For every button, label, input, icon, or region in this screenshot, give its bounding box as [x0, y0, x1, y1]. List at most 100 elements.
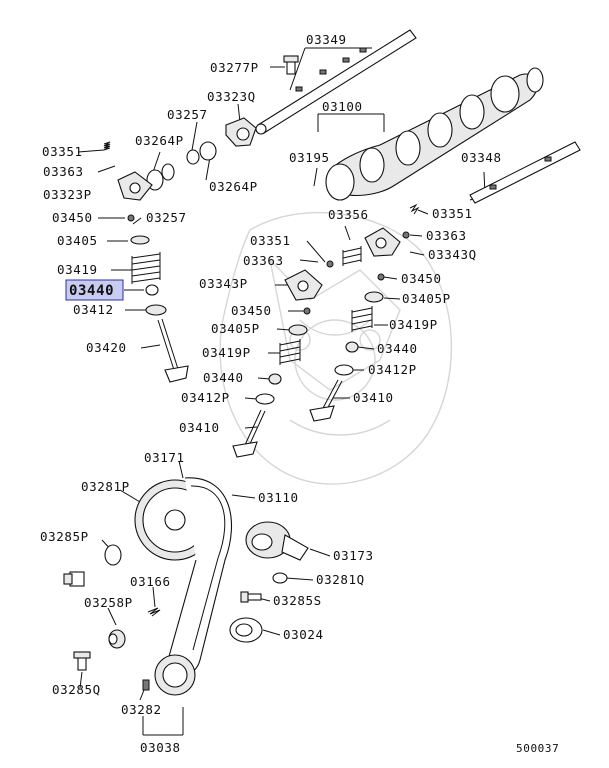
valve-seal-03440-left — [145, 284, 159, 296]
rocker-arm-right — [364, 227, 401, 257]
highlight-03440 — [65, 279, 124, 301]
nut-03450-right — [377, 273, 385, 281]
label-03258p: 03258P — [84, 595, 133, 610]
part-labels: 03349 03277P 03323Q 03257 03100 03351 03… — [40, 32, 559, 755]
label-03351-center: 03351 — [250, 233, 291, 248]
label-03349: 03349 — [306, 32, 347, 47]
bolt-03277p — [283, 55, 299, 75]
label-03363-right: 03363 — [426, 228, 467, 243]
label-03440-highlighted: 03440 — [69, 283, 114, 299]
label-03405p-center: 03405P — [211, 321, 260, 336]
rocker-arm-center — [284, 269, 323, 301]
label-03419p-center: 03419P — [202, 345, 251, 360]
plate-03024 — [229, 617, 263, 643]
label-03257-lower: 03257 — [146, 210, 187, 225]
watermark-logo — [219, 211, 453, 485]
label-03277p: 03277P — [210, 60, 259, 75]
label-03419p-right: 03419P — [389, 317, 438, 332]
seal-rings — [146, 141, 217, 191]
label-03348: 03348 — [461, 150, 502, 165]
key-03282 — [142, 679, 150, 691]
bolt-03285p — [63, 571, 85, 587]
bolt-03285q — [73, 651, 91, 671]
label-03343p: 03343P — [199, 276, 248, 291]
label-03420: 03420 — [86, 340, 127, 355]
label-03171: 03171 — [144, 450, 185, 465]
nut-03450-center — [303, 307, 311, 315]
valve-spring-center — [279, 339, 301, 365]
valve-03410-center — [232, 409, 266, 458]
label-03264p-lower: 03264P — [209, 179, 258, 194]
label-03419: 03419 — [57, 262, 98, 277]
retainer-03405p-right — [364, 291, 384, 303]
label-03281q: 03281Q — [316, 572, 365, 587]
valve-seal-03440-right — [345, 341, 359, 353]
valve-spring-left — [131, 252, 161, 284]
label-03440-right: 03440 — [377, 341, 418, 356]
label-03405: 03405 — [57, 233, 98, 248]
label-03363-center: 03363 — [243, 253, 284, 268]
valve-03410-right — [309, 379, 343, 422]
label-03173: 03173 — [333, 548, 374, 563]
label-03110: 03110 — [258, 490, 299, 505]
label-03257-top: 03257 — [167, 107, 208, 122]
label-03285q: 03285Q — [52, 682, 101, 697]
label-03038: 03038 — [140, 740, 181, 755]
label-03100: 03100 — [322, 99, 363, 114]
label-03405p-right: 03405P — [402, 291, 451, 306]
label-03351-left: 03351 — [42, 144, 83, 159]
spring-03351-right — [409, 203, 420, 215]
label-03285p: 03285P — [40, 529, 89, 544]
washer-03281q — [272, 572, 288, 584]
label-03412p-center: 03412P — [181, 390, 230, 405]
label-03412: 03412 — [73, 302, 114, 317]
rocker-shaft-right — [469, 141, 581, 204]
label-03410-right: 03410 — [353, 390, 394, 405]
washer-03281p — [104, 544, 122, 566]
spring-03356 — [342, 246, 362, 266]
spring-03351-top — [103, 141, 111, 151]
spring-seat-03412p-right — [334, 364, 354, 376]
label-03351-right: 03351 — [432, 206, 473, 221]
crankshaft-sprocket — [154, 654, 196, 696]
label-03356: 03356 — [328, 207, 369, 222]
label-03024: 03024 — [283, 627, 324, 642]
label-03440-center: 03440 — [203, 370, 244, 385]
spring-seat-03412p-center — [255, 393, 275, 405]
valve-seal-03440-center — [268, 373, 282, 385]
nut-03450-left — [127, 214, 135, 222]
retainer-03405 — [130, 235, 150, 245]
bolt-03285s — [240, 591, 262, 603]
label-03363-left: 03363 — [43, 164, 84, 179]
nut-03363-center — [326, 260, 334, 268]
nut-03363-right — [402, 231, 410, 239]
label-03323p: 03323P — [43, 187, 92, 202]
label-03195: 03195 — [289, 150, 330, 165]
label-03412p-right: 03412P — [368, 362, 417, 377]
label-03285s: 03285S — [273, 593, 322, 608]
label-03264p-top: 03264P — [135, 133, 184, 148]
spring-seat-03412 — [145, 304, 167, 316]
camshaft — [325, 67, 544, 201]
leader-lines — [77, 47, 486, 736]
retainer-03405p-center — [288, 324, 308, 336]
label-03282: 03282 — [121, 702, 162, 717]
label-03166: 03166 — [130, 574, 171, 589]
spring-03166 — [147, 607, 161, 617]
valve-spring-right — [351, 306, 373, 332]
valve-03420 — [157, 318, 189, 383]
label-03450-left: 03450 — [52, 210, 93, 225]
diagram-code: 500037 — [516, 742, 559, 755]
label-03343q: 03343Q — [428, 247, 477, 262]
label-03410-center: 03410 — [179, 420, 220, 435]
tensioner-03173 — [245, 521, 309, 561]
label-03450-center: 03450 — [231, 303, 272, 318]
label-03281p: 03281P — [81, 479, 130, 494]
label-03450-right: 03450 — [401, 271, 442, 286]
label-03323q: 03323Q — [207, 89, 256, 104]
rocker-arm-upper — [225, 117, 257, 147]
rocker-shaft-upper — [255, 29, 417, 135]
bushing-03258p — [108, 629, 126, 649]
